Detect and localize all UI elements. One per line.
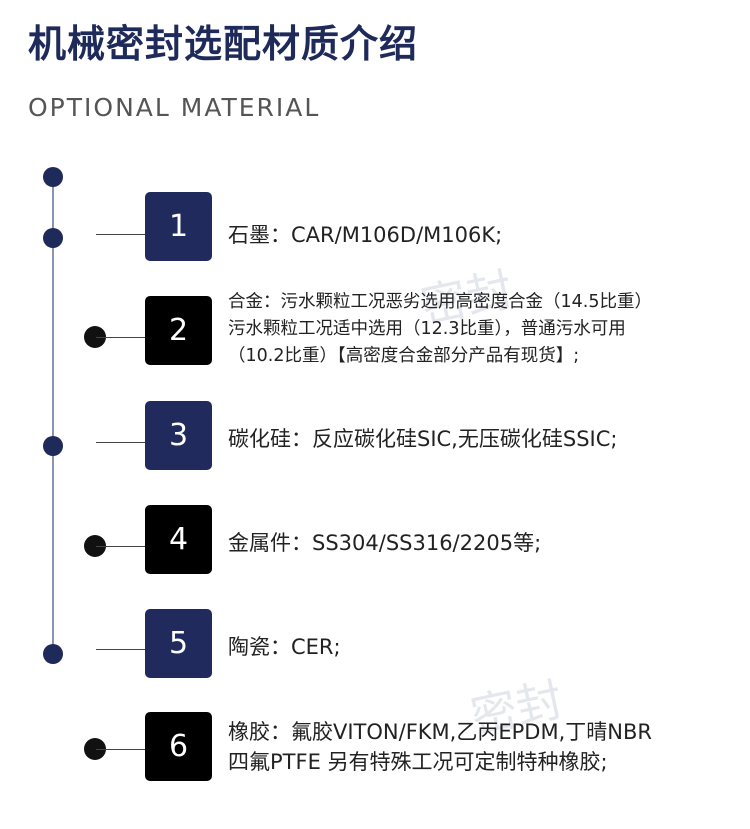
item-bullet-dot — [84, 738, 106, 760]
item-number-badge: 2 — [145, 296, 212, 365]
item-description-line: 碳化硅：反应碳化硅SIC,无压碳化硅SSIC; — [228, 427, 618, 451]
item-number-badge: 1 — [145, 192, 212, 261]
item-bullet-dot — [84, 326, 106, 348]
item-description-line: 金属件：SS304/SS316/2205等; — [228, 531, 542, 555]
connector-line — [96, 546, 145, 547]
page-title: 机械密封选配材质介绍 — [28, 22, 419, 66]
item-number-badge: 6 — [145, 712, 212, 781]
timeline-dot-3 — [43, 436, 63, 456]
item-description-line: 四氟PTFE 另有特殊工况可定制特种橡胶; — [228, 750, 608, 774]
item-description-line: 合金：污水颗粒工况恶劣选用高密度合金（14.5比重） — [228, 292, 652, 312]
item-description: 碳化硅：反应碳化硅SIC,无压碳化硅SSIC; — [228, 424, 617, 454]
timeline-dot-1 — [43, 228, 63, 248]
connector-line — [96, 442, 145, 443]
item-number-badge: 5 — [145, 609, 212, 678]
page-subtitle: OPTIONAL MATERIAL — [28, 93, 321, 122]
item-number-badge: 3 — [145, 401, 212, 470]
connector-line — [96, 234, 145, 235]
item-description: 石墨：CAR/M106D/M106K; — [228, 220, 502, 250]
item-description: 合金：污水颗粒工况恶劣选用高密度合金（14.5比重） 污水颗粒工况适中选用（12… — [228, 289, 652, 370]
item-number-badge: 4 — [145, 505, 212, 574]
item-description-line: 陶瓷：CER; — [228, 635, 341, 659]
item-description-line: 污水颗粒工况适中选用（12.3比重），普通污水可用 — [228, 319, 626, 339]
connector-line — [96, 337, 145, 338]
connector-line — [96, 649, 145, 650]
timeline-line — [52, 176, 54, 652]
item-bullet-dot — [84, 535, 106, 557]
item-description: 橡胶：氟胶VITON/FKM,乙丙EPDM,丁晴NBR 四氟PTFE 另有特殊工… — [228, 717, 652, 777]
timeline-dot-5 — [43, 644, 63, 664]
item-description-line: 石墨：CAR/M106D/M106K; — [228, 223, 503, 247]
item-description: 金属件：SS304/SS316/2205等; — [228, 528, 541, 558]
item-description-line: （10.2比重）【高密度合金部分产品有现货】; — [228, 346, 580, 366]
connector-line — [96, 749, 145, 750]
item-description: 陶瓷：CER; — [228, 632, 341, 662]
timeline-dot-top — [43, 167, 63, 187]
item-description-line: 橡胶：氟胶VITON/FKM,乙丙EPDM,丁晴NBR — [228, 720, 652, 744]
